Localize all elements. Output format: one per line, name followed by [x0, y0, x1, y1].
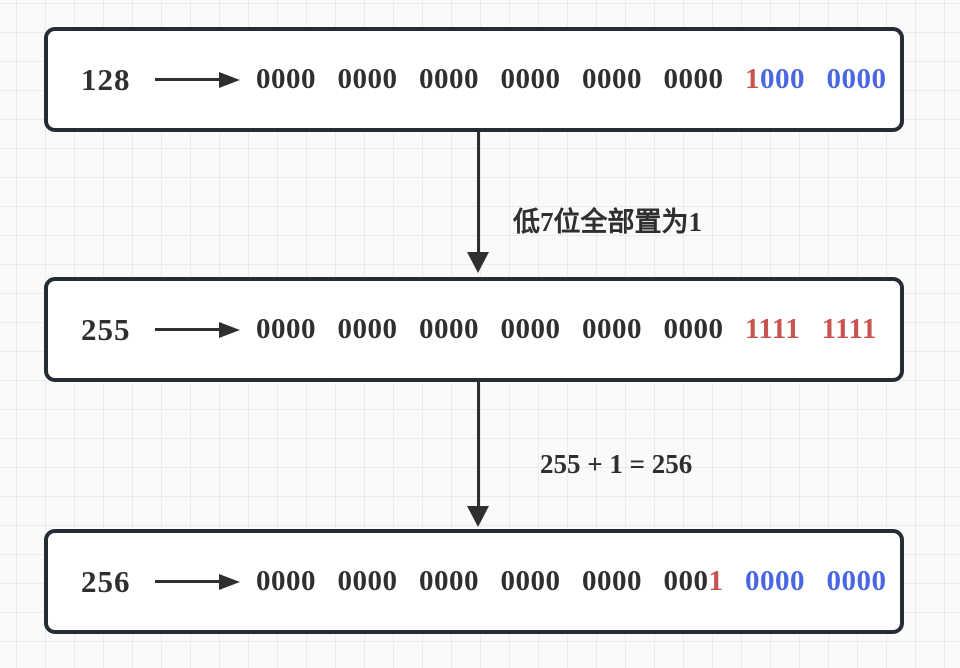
right-arrow-icon	[155, 573, 240, 590]
arrow-head	[219, 71, 240, 88]
arrow-shaft	[476, 382, 480, 506]
decimal-value-255: 255	[81, 311, 131, 347]
decimal-value-128: 128	[81, 61, 131, 97]
bits-highlight-blue: 0000 0000	[723, 565, 887, 597]
box-128: 128 0000 0000 0000 0000 0000 0000 1000 0…	[44, 27, 904, 132]
bits-highlight-red: 1	[708, 565, 724, 597]
binary-string-256: 0000 0000 0000 0000 0000 0001 0000 0000	[256, 565, 887, 598]
right-arrow-icon	[155, 321, 240, 338]
arrow-shaft	[155, 78, 219, 81]
arrow-head	[219, 573, 240, 590]
bits-highlight-red: 1111 1111	[745, 313, 877, 345]
arrow-shaft	[155, 328, 219, 331]
arrow-head	[467, 506, 489, 527]
arrow-shaft	[476, 132, 480, 252]
right-arrow-icon	[155, 71, 240, 88]
down-arrow-1-icon	[466, 132, 490, 273]
bits-unset: 0000 0000 0000 0000 0000 0000	[256, 63, 745, 95]
bits-highlight-blue: 000 0000	[760, 63, 887, 95]
down-arrow-2-icon	[466, 382, 490, 527]
box-255: 255 0000 0000 0000 0000 0000 0000 1111 1…	[44, 277, 904, 382]
bits-highlight-red: 1	[745, 63, 760, 95]
arrow-label-1: 低7位全部置为1	[513, 207, 702, 237]
bits-unset: 0000 0000 0000 0000 0000 000	[256, 565, 709, 597]
arrow-head	[219, 321, 240, 338]
arrow-shaft	[155, 580, 219, 583]
arrow-head	[467, 252, 489, 273]
decimal-value-256: 256	[81, 563, 131, 599]
box-256: 256 0000 0000 0000 0000 0000 0001 0000 0…	[44, 529, 904, 634]
bits-unset: 0000 0000 0000 0000 0000 0000	[256, 313, 745, 345]
arrow-label-2: 255 + 1 = 256	[540, 449, 693, 479]
binary-string-255: 0000 0000 0000 0000 0000 0000 1111 1111	[256, 313, 877, 346]
binary-string-128: 0000 0000 0000 0000 0000 0000 1000 0000	[256, 63, 887, 96]
